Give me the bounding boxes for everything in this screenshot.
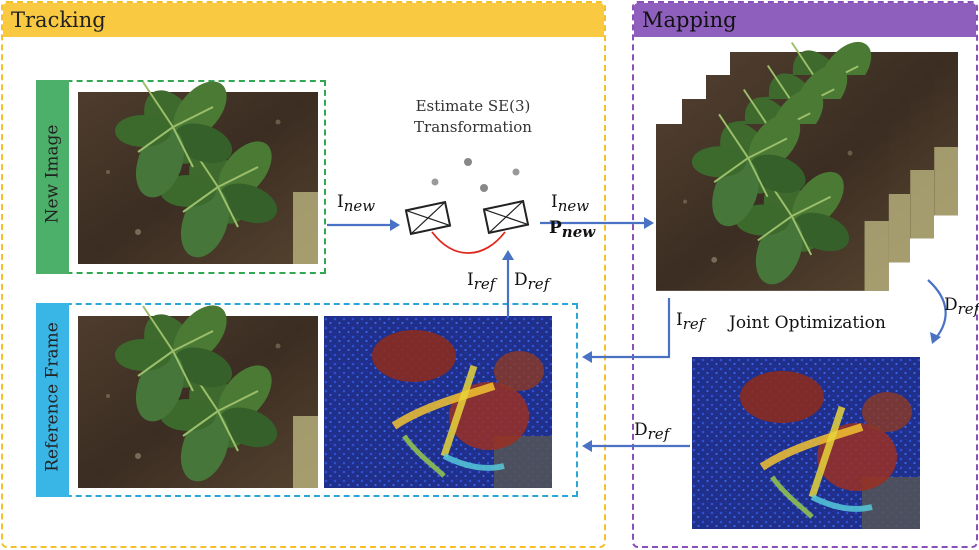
label-i-new-out: Inew <box>551 192 590 215</box>
label-d-ref-out: Dref <box>634 420 670 443</box>
landmark-points <box>431 158 520 192</box>
camera-new-icon <box>482 199 530 235</box>
label-p-new: Pnew <box>549 218 596 241</box>
reference-depth-image <box>324 316 552 488</box>
new-image-tab: New Image <box>36 80 69 274</box>
mapping-depth-image <box>692 357 920 529</box>
tracking-header: Tracking <box>3 3 604 37</box>
pose-link <box>431 231 506 254</box>
arrows <box>327 217 947 452</box>
estimate-line1: Estimate SE(3) <box>415 97 531 115</box>
tracking-panel: Tracking <box>1 1 606 548</box>
estimate-line2: Transformation <box>414 118 532 136</box>
tracking-title: Tracking <box>11 8 106 32</box>
new-image-photo <box>78 72 318 265</box>
mapping-title: Mapping <box>642 8 737 32</box>
label-d-ref-joint: Dref <box>944 295 979 318</box>
estimate-label: Estimate SE(3) Transformation <box>400 96 546 138</box>
camera-old-icon <box>404 200 452 236</box>
reference-rgb-photo <box>78 296 318 489</box>
label-d-ref-track: Dref <box>514 270 550 293</box>
label-i-new-in: Inew <box>337 192 376 215</box>
label-i-ref-track: Iref <box>467 270 496 293</box>
label-i-ref-map: Iref <box>676 310 705 333</box>
joint-optimization-label: Joint Optimization <box>729 313 886 333</box>
mapping-panel: Mapping <box>632 1 978 548</box>
reference-frame-tab: Reference Frame <box>36 303 69 497</box>
keyframe-stack <box>656 33 958 291</box>
mapping-header: Mapping <box>634 3 976 37</box>
